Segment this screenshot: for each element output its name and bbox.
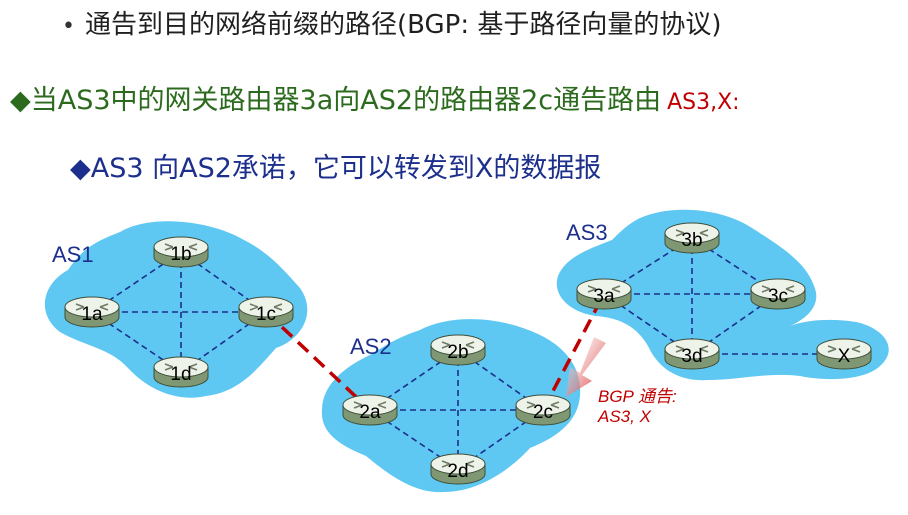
diamond-bullet-icon: ◆ [70, 153, 91, 184]
router-label-1b: 1b [170, 244, 191, 265]
intra-as-link-1a-1b [91, 251, 182, 313]
router-label-3c: 3c [768, 286, 788, 307]
router-label-3b: 3b [681, 230, 702, 251]
bullet-dot: • [62, 14, 75, 39]
router-label-2d: 2d [447, 461, 468, 482]
intra-as-link-3a-3d [603, 293, 693, 355]
as1-label: AS1 [52, 242, 94, 267]
router-label-3d: 3d [681, 346, 702, 367]
inter-as-link-1c-2a [264, 310, 372, 412]
intra-as-link-2a-2b [369, 349, 459, 411]
bullet1-text: 通告到目的网络前缀的路径(BGP: 基于路径向量的协议) [84, 10, 722, 40]
intra-as-link-1b-1c [180, 251, 267, 313]
bgp-advertisement-label-line1: BGP 通告: [598, 387, 677, 406]
router-label-1d: 1d [170, 364, 191, 385]
as2-cloud [321, 319, 581, 493]
intra-as-link-2a-2d [369, 409, 459, 470]
bullet-advertise-path: • 通告到目的网络前缀的路径(BGP: 基于路径向量的协议) [62, 4, 722, 41]
diamond-bullet-icon: ◆ [10, 85, 31, 116]
router-x: X [816, 338, 872, 370]
intra-as-link-1c-1d [180, 311, 267, 373]
intra-as-link-3c-3d [691, 293, 779, 355]
route-highlight: AS3,X: [667, 90, 740, 115]
router-1d: 1d [153, 356, 209, 388]
router-2c: 2c [515, 394, 571, 426]
router-label-1a: 1a [81, 304, 103, 325]
intra-as-link-3a-3b [603, 237, 693, 295]
router-3d: 3d [664, 338, 720, 370]
intra-as-link-2c-2d [457, 409, 544, 470]
router-label-2c: 2c [533, 402, 553, 423]
router-label-x: X [838, 346, 851, 367]
bgp-advertisement-arrow [566, 337, 606, 397]
bgp-advertisement-label-line2: AS3, X [597, 407, 652, 426]
router-2a: 2a [342, 394, 398, 426]
router-2b: 2b [430, 334, 486, 366]
router-1b: 1b [153, 236, 209, 268]
intra-as-link-2b-2c [457, 349, 544, 411]
bullet2-text: 当AS3中的网关路由器3a向AS2的路由器2c通告路由 [30, 85, 662, 116]
router-3c: 3c [750, 278, 806, 310]
router-label-2a: 2a [359, 402, 381, 423]
as3-label: AS3 [566, 220, 608, 245]
router-label-3a: 3a [593, 286, 615, 307]
router-1c: 1c [238, 296, 294, 328]
sub-bullet-promise: ◆AS3 向AS2承诺，它可以转发到X的数据报 [70, 146, 601, 185]
intra-as-link-1a-1d [91, 311, 182, 373]
router-3b: 3b [664, 222, 720, 254]
router-2d: 2d [430, 453, 486, 485]
as3-cloud [556, 209, 889, 381]
router-label-1c: 1c [256, 304, 276, 325]
router-1a: 1a [64, 296, 120, 328]
as1-cloud [44, 221, 308, 398]
router-3a: 3a [576, 278, 632, 310]
router-label-2b: 2b [447, 342, 468, 363]
bullet3-text: AS3 向AS2承诺，它可以转发到X的数据报 [90, 153, 602, 184]
as2-label: AS2 [350, 334, 392, 359]
